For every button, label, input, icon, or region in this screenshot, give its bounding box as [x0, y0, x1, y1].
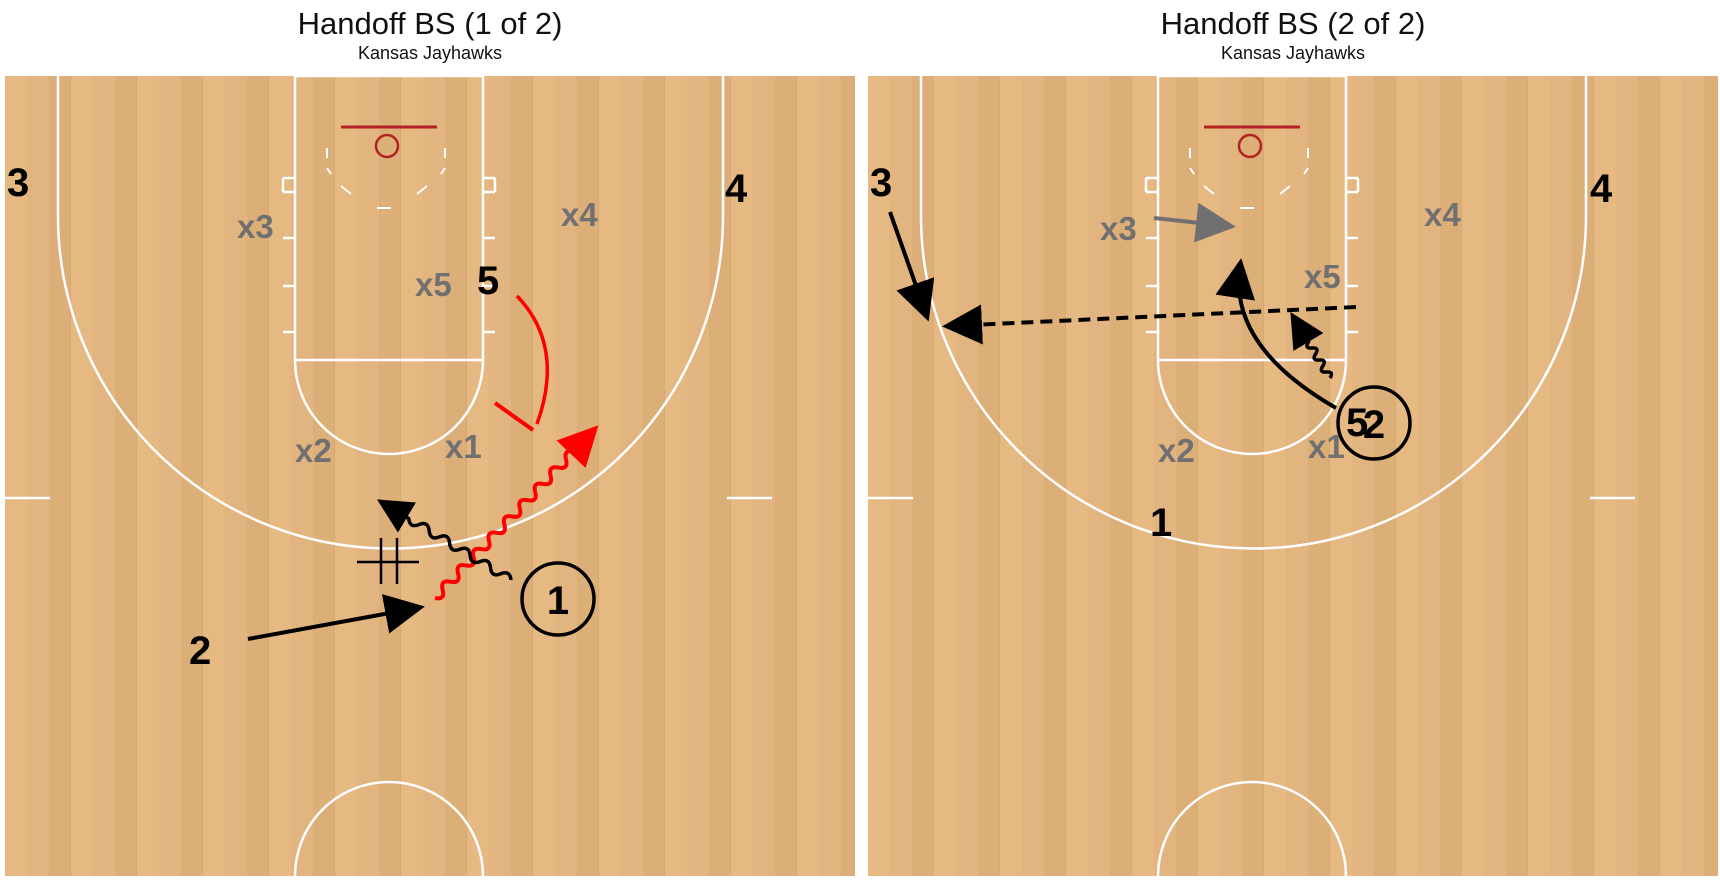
court-floor	[5, 76, 855, 876]
defense-players: x3 x4 x5 x2 x1	[1100, 196, 1461, 469]
screen-bar	[493, 401, 535, 432]
defender-x2: x2	[295, 432, 332, 469]
defense-players: x3 x4 x5 x2 x1	[237, 196, 598, 469]
half-court: 3 4 5 2 1 x3 x4 x5 x2 x1	[868, 76, 1718, 876]
court-lines	[868, 76, 1635, 876]
svg-text:2: 2	[1363, 403, 1385, 447]
court-lines	[5, 76, 772, 876]
court-floor	[868, 76, 1718, 876]
offense-player-5: 5	[477, 259, 499, 303]
defender-x3: x3	[1100, 210, 1137, 247]
pass-arrow	[942, 304, 1357, 345]
defender-x2: x2	[1158, 432, 1195, 469]
defender-x1: x1	[1308, 428, 1345, 465]
half-court: 3 4 5 2 1 x3 x4 x5 x2 x1	[5, 76, 855, 876]
panel-title: Handoff BS (2 of 2)	[1160, 6, 1426, 41]
offense-player-2: 2	[189, 629, 211, 673]
rotation-arrow	[1153, 202, 1236, 243]
play-panel-2: Handoff BS (2 of 2) Kansas Jayhawks	[868, 0, 1718, 889]
defender-x5: x5	[1304, 258, 1341, 295]
screen-path	[515, 294, 550, 425]
dribble-path	[377, 499, 513, 581]
defender-x5: x5	[415, 266, 452, 303]
handoff-dribble	[434, 425, 599, 601]
panel-title: Handoff BS (1 of 2)	[297, 6, 563, 41]
offense-player-4: 4	[1590, 167, 1613, 211]
basket	[1204, 125, 1300, 159]
defender-x1: x1	[445, 428, 482, 465]
offense-players: 3 4 5 2 1	[870, 161, 1613, 545]
offense-player-4: 4	[725, 167, 748, 211]
svg-text:1: 1	[547, 579, 569, 623]
ball-handler-2: 2	[1336, 385, 1412, 461]
roll-path	[1215, 258, 1337, 410]
dribble-path	[1290, 311, 1334, 379]
panel-subtitle: Kansas Jayhawks	[1220, 43, 1366, 63]
cut-arrow	[247, 594, 425, 641]
panel-subtitle: Kansas Jayhawks	[357, 43, 503, 63]
offense-player-3: 3	[7, 161, 29, 205]
offense-player-5: 5	[1346, 401, 1368, 445]
offense-players: 3 4 5 2 1	[7, 161, 748, 673]
ball-handler-1: 1	[520, 561, 596, 637]
offense-player-1: 1	[1150, 501, 1172, 545]
handoff-icon	[357, 538, 419, 584]
defender-x3: x3	[237, 208, 274, 245]
basket	[341, 125, 437, 159]
play-actions	[888, 202, 1357, 410]
play-panel-1: Handoff BS (1 of 2) Kansas Jayhawks	[5, 0, 855, 889]
play-actions	[247, 294, 599, 641]
cut-arrow	[888, 211, 935, 322]
offense-player-3: 3	[870, 161, 892, 205]
defender-x4: x4	[1424, 196, 1461, 233]
defender-x4: x4	[561, 196, 598, 233]
